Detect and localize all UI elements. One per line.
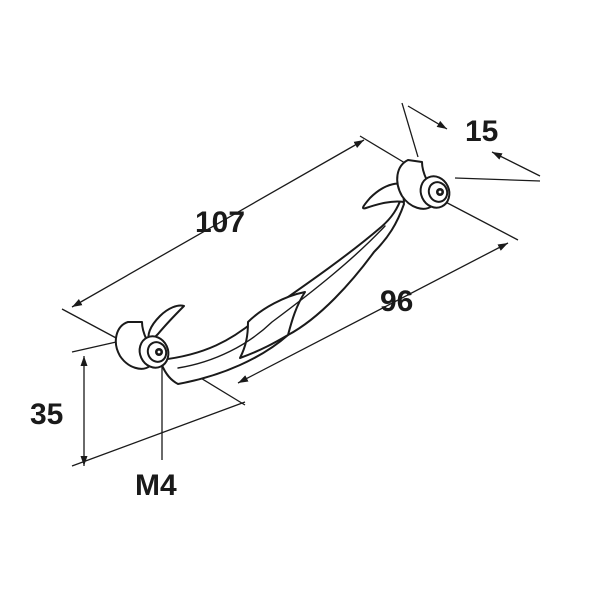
- left-knob: [114, 321, 170, 370]
- label-hole-spacing: 96: [380, 285, 413, 318]
- label-depth: 15: [465, 115, 498, 148]
- dimension-lines: [71, 105, 541, 466]
- dimension-labels: 107 96 15 35 M4: [30, 115, 498, 502]
- dim-line-15-right: [491, 151, 541, 177]
- handle-body: [114, 159, 451, 385]
- label-height: 35: [30, 398, 63, 431]
- extension-lines: [61, 102, 541, 467]
- label-thread: M4: [135, 469, 177, 502]
- right-knob: [396, 159, 451, 210]
- label-overall-length: 107: [195, 206, 245, 239]
- dim-line-96: [237, 242, 509, 384]
- dim-line-107: [71, 139, 365, 308]
- dim-line-15-left: [407, 105, 448, 130]
- left-hook: [147, 304, 185, 343]
- right-hook: [362, 182, 405, 210]
- center-ornament: [239, 291, 306, 359]
